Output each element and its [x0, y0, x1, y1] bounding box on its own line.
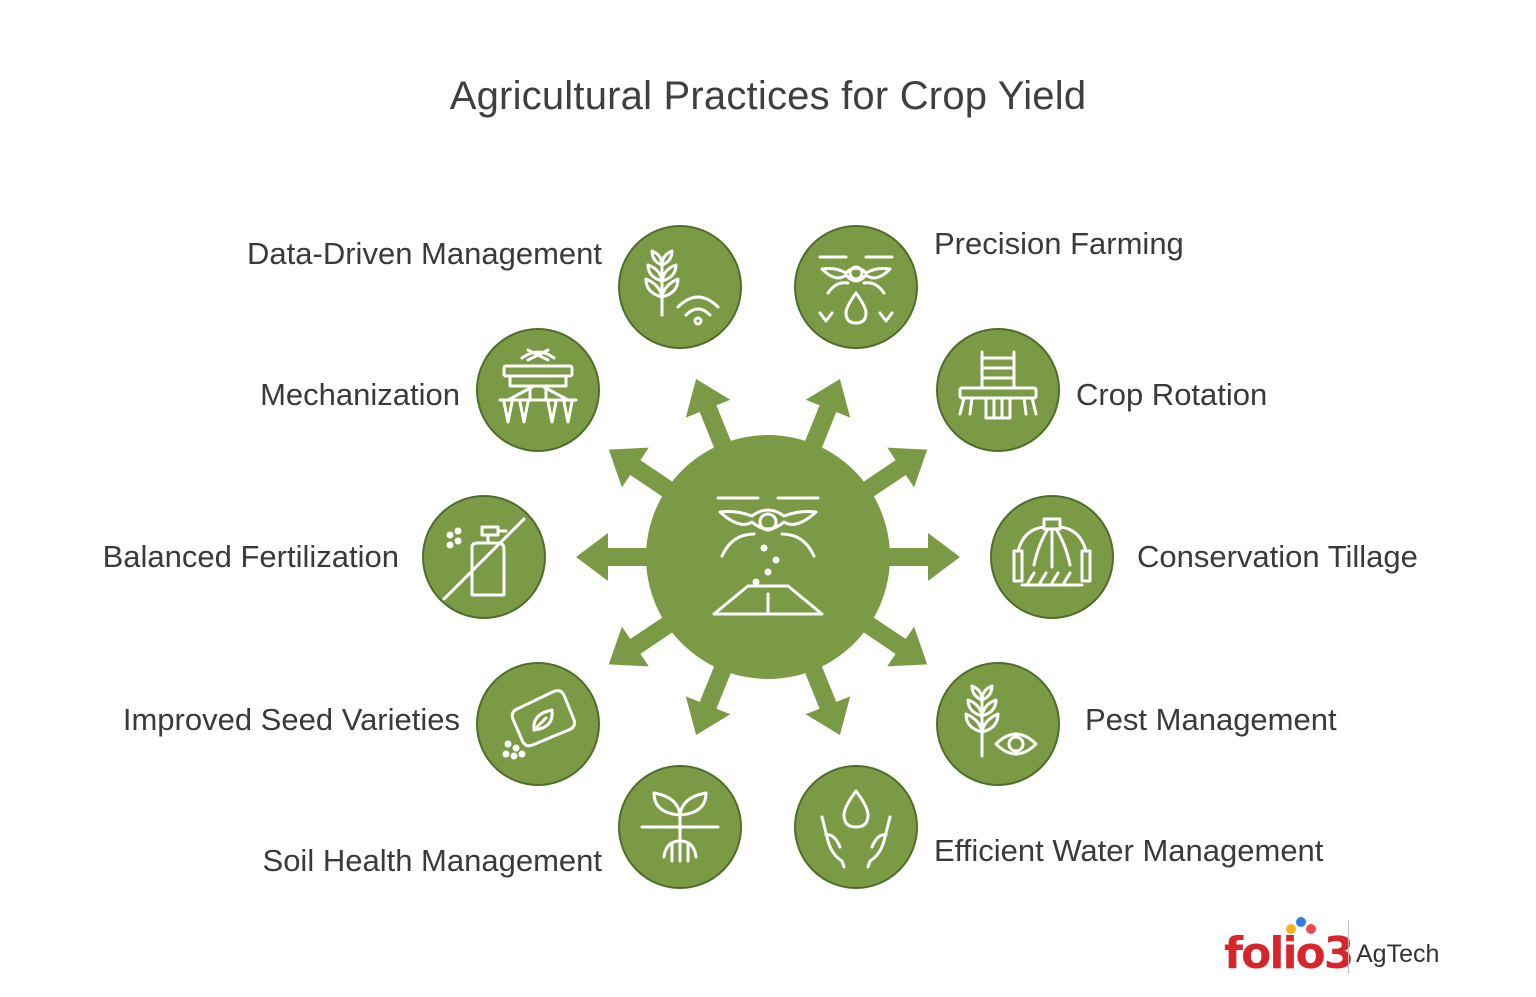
label-precision-farming: Precision Farming: [934, 226, 1184, 261]
node-circle: [794, 225, 918, 349]
page-title: Agricultural Practices for Crop Yield: [449, 74, 1087, 118]
node-circle: [476, 328, 600, 452]
logo-tagline: AgTech: [1356, 940, 1440, 968]
plant-eye-icon: [964, 684, 1038, 758]
node-data-driven: [618, 225, 742, 349]
hands-drop-icon: [820, 789, 892, 869]
label-crop-rotation: Crop Rotation: [1076, 377, 1268, 412]
arrow-cons-tillage: [868, 533, 960, 581]
logo-dot-red: [1306, 924, 1316, 934]
logo-dot-yellow: [1286, 924, 1296, 934]
label-data-driven-management: Data-Driven Management: [247, 236, 602, 271]
center-hub: [646, 435, 890, 679]
node-precision: [794, 225, 918, 349]
drone-water-icon: [818, 255, 894, 325]
tiller-icon: [1012, 517, 1092, 587]
node-crop-rotation: [936, 328, 1060, 452]
brand-logo: folio3 AgTech: [1222, 914, 1462, 979]
seed-packet-icon: [502, 689, 577, 760]
node-soil-health: [618, 765, 742, 889]
label-soil-health-management: Soil Health Management: [262, 843, 602, 878]
node-balanced-fert: [422, 495, 546, 619]
label-efficient-water-management: Efficient Water Management: [934, 833, 1324, 868]
node-water-mgmt: [794, 765, 918, 889]
logo-dot-blue: [1296, 917, 1306, 927]
logo-wordmark: folio3: [1224, 928, 1354, 979]
practice-nodes: [422, 225, 1114, 889]
label-conservation-tillage: Conservation Tillage: [1137, 539, 1418, 574]
node-circle: [618, 225, 742, 349]
plant-wifi-icon: [644, 249, 720, 326]
spray-bottle-slash-icon: [442, 517, 526, 601]
node-mechanization: [476, 328, 600, 452]
label-pest-management: Pest Management: [1085, 702, 1337, 737]
label-balanced-fertilization: Balanced Fertilization: [102, 539, 399, 574]
node-circle: [936, 328, 1060, 452]
node-cons-tillage: [990, 495, 1114, 619]
node-improved-seed: [476, 662, 600, 786]
seeder-icon: [958, 350, 1038, 420]
sprout-roots-icon: [640, 791, 720, 863]
label-improved-seed-varieties: Improved Seed Varieties: [122, 702, 460, 737]
logo-divider: [1348, 920, 1349, 974]
planter-machine-icon: [498, 348, 578, 424]
node-circle: [936, 662, 1060, 786]
drone-sowing-icon: [712, 496, 824, 616]
arrow-balanced-fert: [576, 533, 668, 581]
label-mechanization: Mechanization: [260, 377, 460, 412]
node-pest-mgmt: [936, 662, 1060, 786]
